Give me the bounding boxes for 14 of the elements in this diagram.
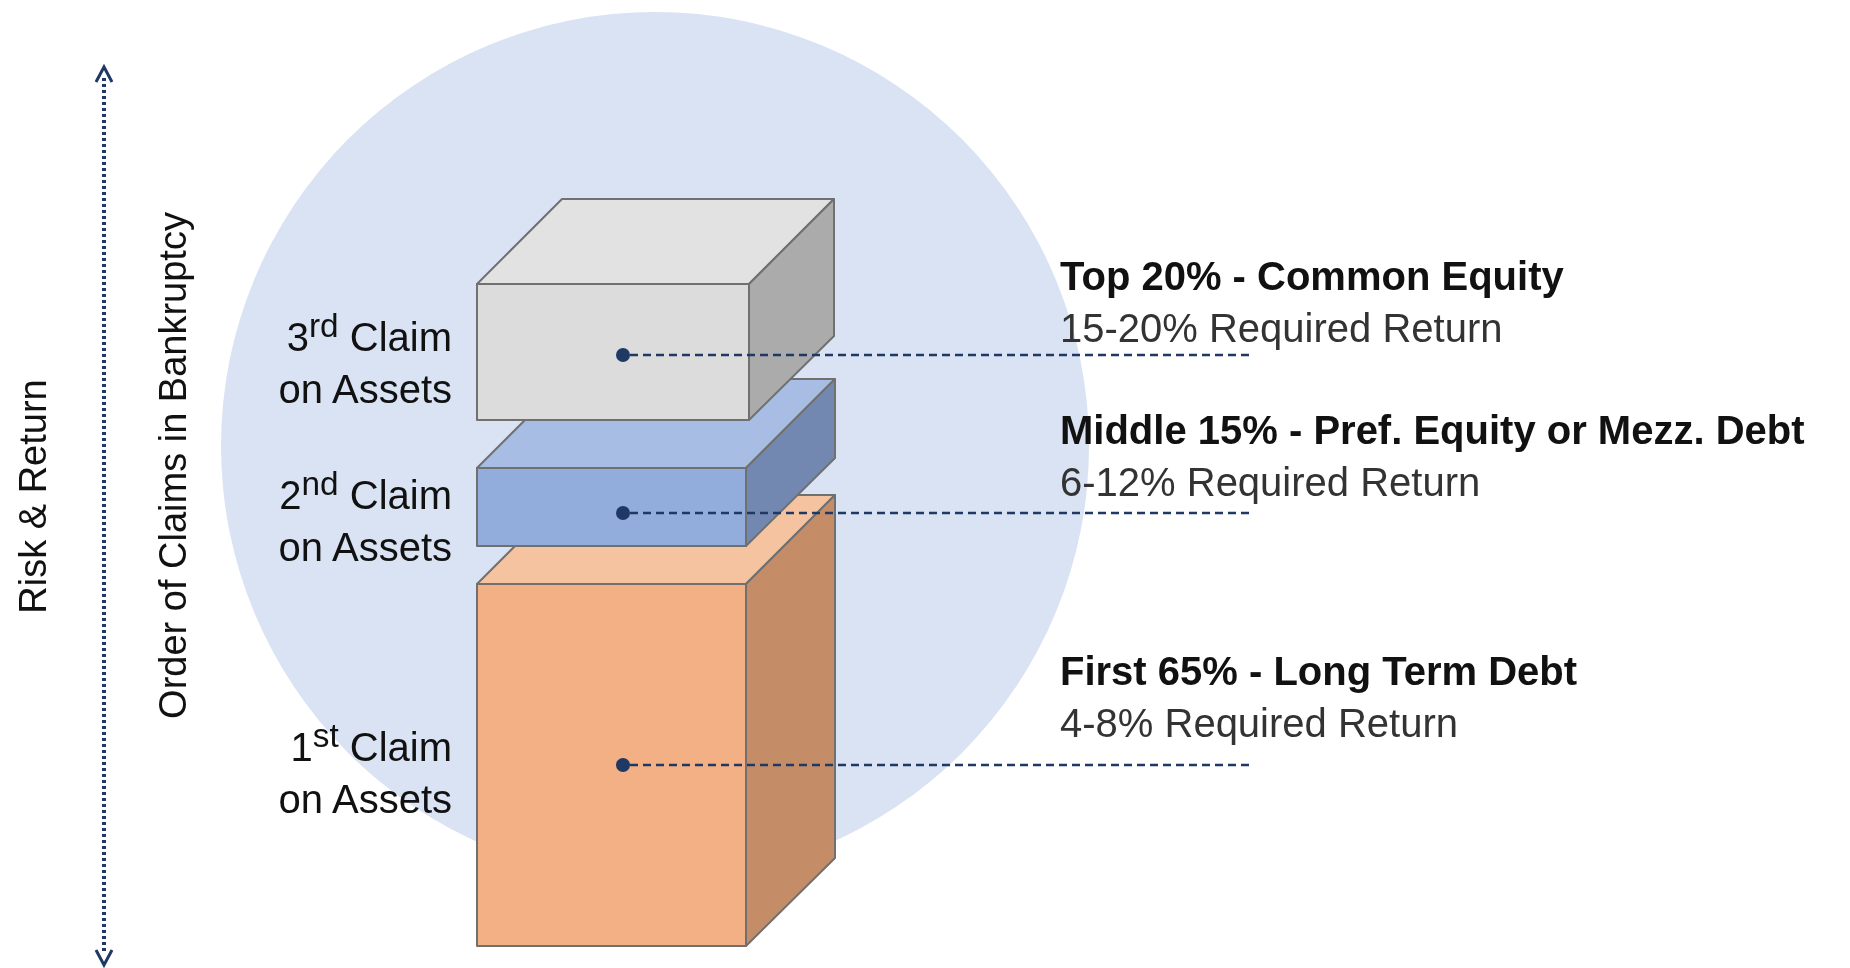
axis-label: Risk & Return (11, 378, 55, 614)
claim-label: 3$^{rd}$ Claim on Assets (277, 306, 452, 414)
tranche-heading: First 65% - Long Term Debt (1060, 648, 1578, 695)
leader-line (616, 348, 1249, 362)
leader-line (616, 506, 1249, 520)
claim-label: 2$^{nd}$ Claim on Assets (277, 464, 452, 572)
return-range-text: 4-8% Required Return (1060, 700, 1459, 747)
claim-label: 1$^{st}$ Claim on Assets (277, 716, 452, 824)
tranche-heading: Middle 15% - Pref. Equity or Mezz. Debt (1060, 407, 1805, 454)
return-range-text: 6-12% Required Return (1060, 459, 1482, 506)
leader-line (616, 758, 1249, 772)
return-range-text: 15-20% Required Return (1060, 305, 1504, 352)
side-label: Order of Claims in Bankruptcy (151, 211, 195, 719)
tranche-heading: Top 20% - Common Equity (1060, 253, 1564, 300)
